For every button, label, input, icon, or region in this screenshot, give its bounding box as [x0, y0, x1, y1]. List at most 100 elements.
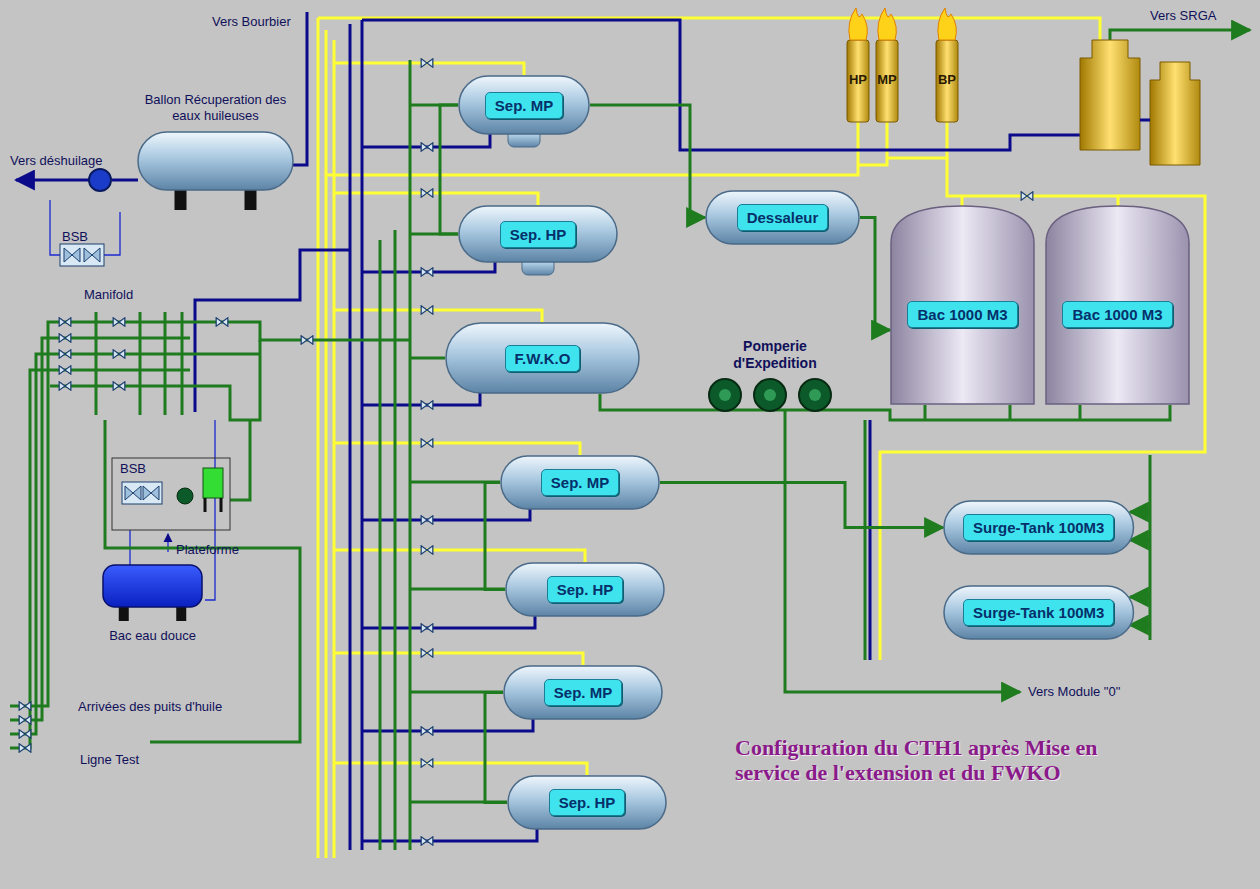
- water-pipe: [195, 250, 350, 412]
- oil-pipe: [600, 394, 700, 410]
- gas-pipe: [334, 443, 580, 455]
- pipe-label: Vers déshuilage: [10, 153, 103, 169]
- vessel-outline: [446, 323, 639, 393]
- flare-stack: [849, 8, 867, 40]
- valve-symbol: [59, 334, 71, 342]
- oil-pipe: [230, 420, 250, 500]
- vessel-label: Sep. MP: [541, 469, 619, 496]
- valve-symbol: [301, 336, 313, 344]
- valve-symbol: [421, 759, 433, 767]
- storage-tank: Bac 1000 M3: [890, 205, 1035, 405]
- gas-pipe: [318, 18, 1205, 858]
- bsb-skid: [60, 244, 104, 266]
- separator-vessel: Dessaleur: [705, 190, 860, 245]
- gas-pipe: [887, 122, 947, 158]
- valve-symbol: [421, 649, 433, 657]
- flare-stack: [847, 8, 958, 122]
- oil-pipe: [410, 357, 445, 360]
- separator-vessel: Sep. HP: [505, 562, 665, 617]
- gas-pipe: [947, 158, 1118, 208]
- vessel-label: Sep. HP: [500, 221, 577, 248]
- pump-symbol: [764, 389, 776, 401]
- vessel-outline: [1046, 206, 1189, 404]
- separator-vessel: Sep. HP: [458, 205, 618, 263]
- valve-symbol: [59, 350, 71, 358]
- flow-line: [660, 483, 943, 528]
- water-pipe: [16, 179, 89, 182]
- separator-vessel: Sep. MP: [458, 75, 590, 135]
- vessel-label: Sep. MP: [544, 679, 622, 706]
- pipe-label: BP: [934, 72, 960, 88]
- pipe-label: BSB: [62, 229, 88, 245]
- oil-pipe: [95, 312, 98, 415]
- valve-symbol: [19, 716, 31, 724]
- oil-pipe: [181, 312, 184, 415]
- vessel-label: Ballon Récuperation des eaux huileuses: [133, 92, 298, 123]
- gas-pipe: [334, 193, 538, 205]
- flow-line: [440, 105, 458, 234]
- flow-line: [485, 693, 507, 803]
- oil-pipe: [924, 405, 927, 420]
- water-pipe: [16, 12, 1080, 850]
- pump-symbol: [709, 379, 741, 411]
- valve-symbol: [216, 318, 228, 326]
- water-pipe: [362, 259, 495, 272]
- pump-symbol: [809, 389, 821, 401]
- oil-pipe: [1130, 624, 1150, 627]
- vessel-outline: [944, 501, 1133, 554]
- oil-pipe: [1130, 511, 1150, 514]
- gas-pipe: [333, 40, 336, 858]
- vessel-label: Surge-Tank 100M3: [963, 599, 1114, 626]
- bsb-skid: [60, 244, 230, 530]
- srga-tank: [1140, 119, 1150, 122]
- gas-pipe: [334, 763, 587, 775]
- bsb-skid: [125, 486, 159, 500]
- oil-pipe: [139, 312, 142, 415]
- bsb-skid: [112, 458, 230, 530]
- oily-water-drum: Ballon Récuperation des eaux huileuses: [128, 92, 303, 214]
- pipe-label: Manifold: [84, 287, 133, 303]
- valve-symbol: [421, 624, 433, 632]
- water-pipe: [362, 133, 490, 147]
- vessel-label: Sep. HP: [547, 576, 624, 603]
- storage-tank: Bac 1000 M3: [1045, 205, 1190, 405]
- water-pipe: [362, 828, 537, 841]
- bsb-skid: [177, 488, 193, 504]
- vessel-label: Bac 1000 M3: [1062, 301, 1172, 328]
- flow-line: [590, 105, 705, 218]
- valve-symbol: [421, 306, 433, 314]
- oil-pipe: [409, 60, 412, 850]
- valve-symbol: [421, 439, 433, 447]
- gas-pipe: [325, 30, 328, 858]
- bsb-skid: [122, 482, 162, 504]
- bsb-skid: [203, 468, 223, 498]
- separator-vessel: F.W.K.O: [445, 322, 640, 394]
- valve-symbol: [1021, 192, 1033, 200]
- water-pipe: [362, 615, 535, 628]
- vessel-outline: [891, 206, 1034, 404]
- separator-vessel: Sep. MP: [500, 455, 660, 510]
- gas-pipe: [334, 310, 542, 322]
- pipe-label: Ligne Test: [80, 752, 139, 768]
- valve-symbol: [421, 268, 433, 276]
- gas-pipe: [880, 196, 1205, 660]
- vessel-label: F.W.K.O: [505, 345, 581, 372]
- oil-pipe: [164, 312, 167, 415]
- vessel-outline: [245, 188, 257, 210]
- pipe-label: Vers Bourbier: [212, 14, 291, 30]
- oil-pipe: [379, 240, 382, 850]
- oil-pipe: [1009, 405, 1012, 420]
- valve-symbol: [113, 318, 125, 326]
- vessel-outline: [706, 191, 859, 244]
- pump-symbol: [89, 169, 111, 191]
- gas-pipe: [317, 18, 320, 858]
- flare-stack: [878, 8, 896, 40]
- pump-symbol: [799, 379, 831, 411]
- pipe-label: Pomperie d'Expedition: [720, 338, 830, 372]
- vessel-label: Dessaleur: [737, 204, 829, 231]
- valve-symbol: [421, 837, 433, 845]
- vessel-label: Sep. HP: [549, 789, 626, 816]
- separator-vessel: Sep. HP: [507, 775, 667, 830]
- water-pipe: [104, 212, 120, 255]
- gas-pipe: [334, 550, 585, 562]
